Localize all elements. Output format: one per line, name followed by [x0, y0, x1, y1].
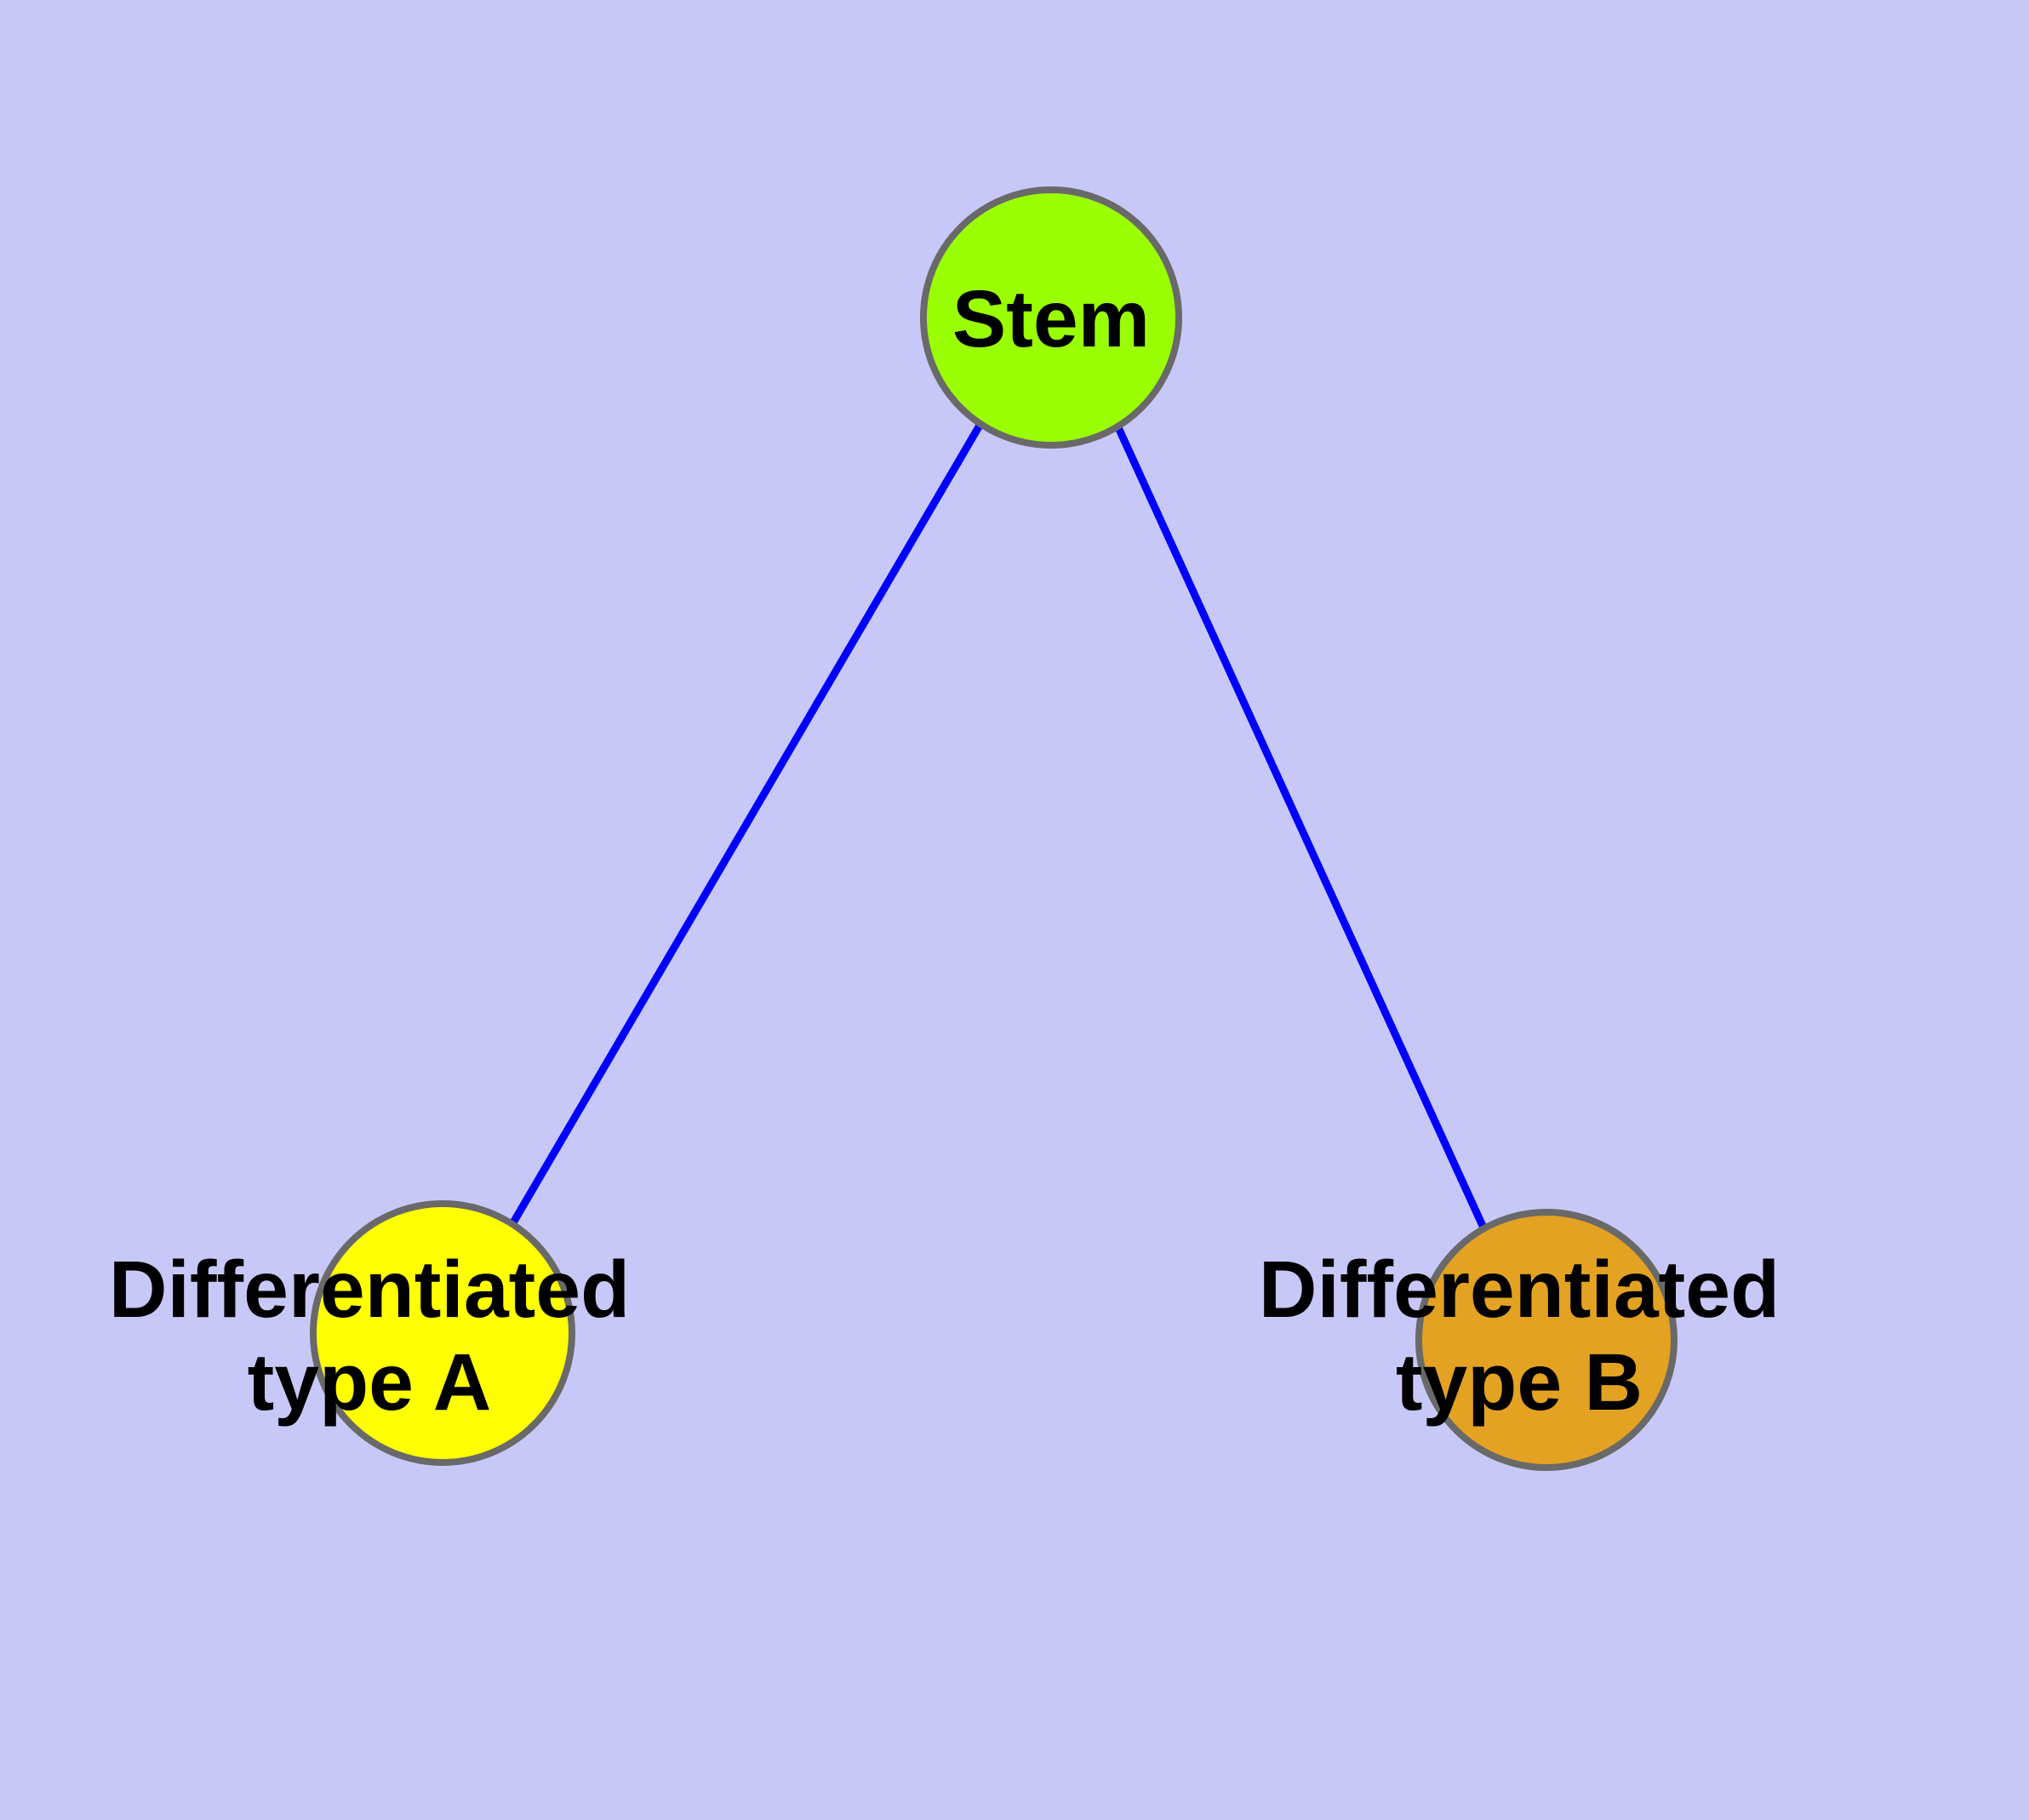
node-label-line1-diff-b: Differentiated [1259, 1245, 1780, 1335]
node-label-line1-diff-a: Differentiated [109, 1245, 630, 1335]
nodes-group [310, 186, 1677, 1471]
node-label-stem: Stem [952, 274, 1150, 364]
graph-node-diff-b[interactable] [1415, 1209, 1677, 1471]
graph-edge-stem-to-diff-a [509, 421, 984, 1227]
graph-node-diff-a[interactable] [310, 1200, 575, 1466]
graph-node-stem[interactable] [920, 186, 1182, 449]
node-label-line1-stem: Stem [952, 274, 1150, 364]
graph-edge-stem-to-diff-b [1113, 424, 1487, 1228]
node-label-line2-diff-b: type B [1396, 1337, 1643, 1428]
node-label-line2-diff-a: type A [248, 1337, 492, 1428]
edges-group [509, 421, 1487, 1228]
